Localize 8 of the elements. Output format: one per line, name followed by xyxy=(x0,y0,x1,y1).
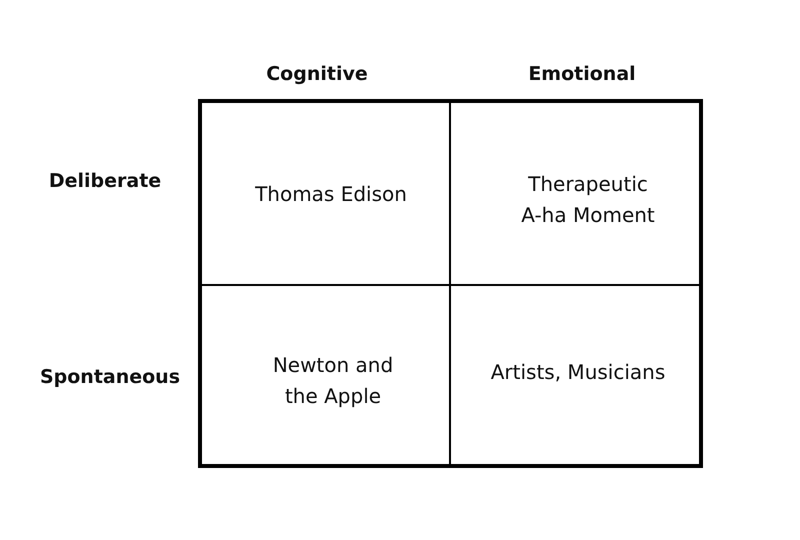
cell-text: Thomas Edison xyxy=(254,180,408,208)
column-header: Cognitive xyxy=(265,62,369,86)
row-header: Deliberate xyxy=(48,168,162,194)
cell-text: Therapeutic A-ha Moment xyxy=(520,171,656,229)
row-header: Spontaneous xyxy=(38,364,182,390)
cell-text: Artists, Musicians xyxy=(490,358,666,386)
cell-text: Newton and the Apple xyxy=(272,352,394,410)
column-header: Emotional xyxy=(527,62,637,86)
